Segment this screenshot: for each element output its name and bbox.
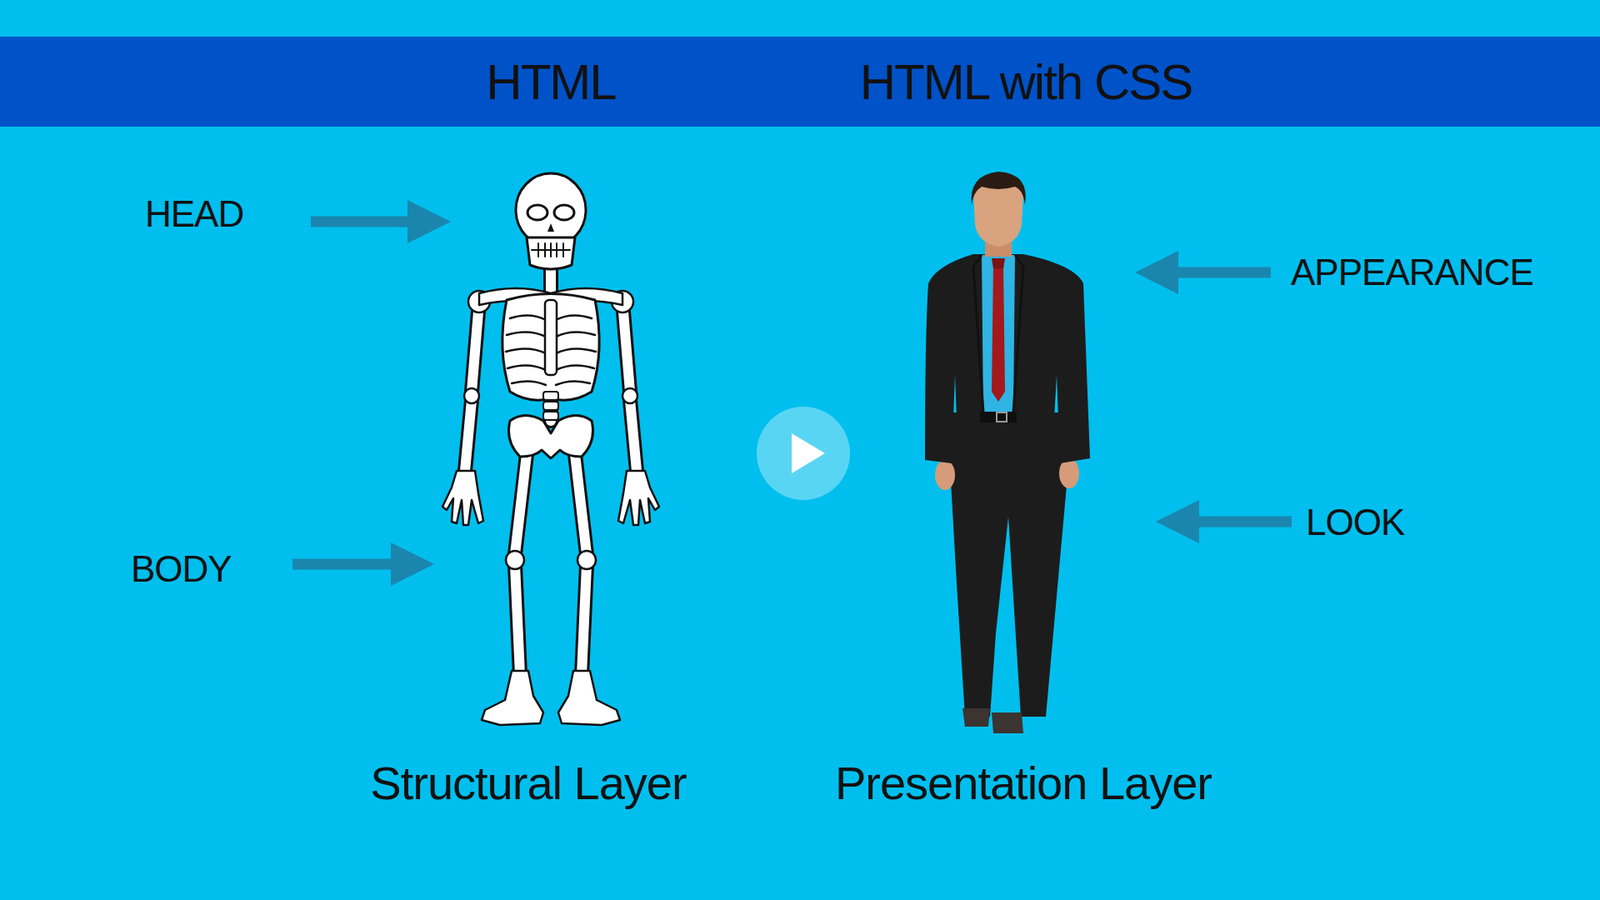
part-label: HEAD [145,193,244,235]
play-button [756,406,850,500]
title-band: HTML HTML with CSS [0,36,1600,127]
layer-caption: Structural Layer [370,755,686,810]
man-in-suit [925,171,1090,734]
layer-caption: Presentation Layer [835,755,1212,810]
column-heading: HTML [485,53,615,111]
part-label: LOOK [1305,501,1405,544]
skeleton [442,173,660,725]
leader-arrows [292,221,1292,565]
column-heading: HTML with CSS [860,53,1193,111]
part-label: APPEARANCE [1290,251,1534,294]
part-label: BODY [130,548,232,590]
